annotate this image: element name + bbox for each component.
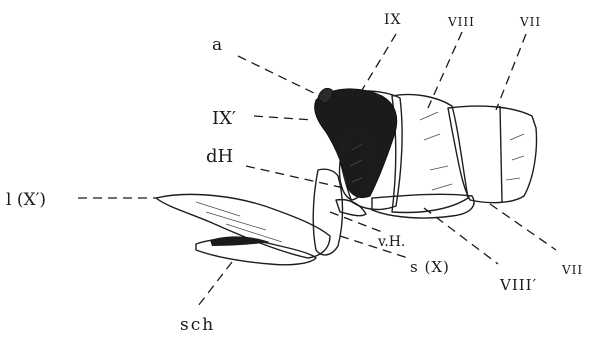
- leader-ix: [356, 34, 396, 100]
- label-sch: sch: [180, 315, 215, 335]
- leader-sch: [198, 262, 232, 306]
- label-ix: IX: [384, 12, 402, 28]
- figure-labels: a IX VIII VII IX′ dH l (X′) v.H. s (X) V…: [6, 12, 583, 335]
- segment-viii-sternite: [372, 194, 474, 218]
- label-viii-prime: VIII′: [499, 276, 537, 294]
- label-vii-top: VII: [519, 15, 541, 29]
- segment-ix-dark-tergite: [315, 89, 397, 198]
- segment-vii-divider: [500, 106, 502, 202]
- segment-vii-texture: [506, 134, 524, 180]
- sch-dark-edge: [210, 236, 270, 246]
- cercus-appendages: [156, 194, 330, 264]
- label-vh: v.H.: [377, 234, 405, 250]
- leader-vii-top: [496, 34, 526, 110]
- leader-ix-prime: [254, 116, 314, 120]
- appendage-l-x-prime: [156, 194, 330, 258]
- label-dh: dH: [206, 146, 233, 167]
- label-ix-prime: IX′: [212, 108, 236, 129]
- leader-viii-prime: [424, 208, 498, 264]
- ventral-stalk: [313, 169, 342, 255]
- leader-lines: [78, 32, 556, 306]
- leader-a: [238, 56, 316, 94]
- label-viii: VIII: [447, 15, 475, 29]
- label-s-x: s (X): [410, 258, 450, 276]
- label-a: a: [212, 35, 222, 55]
- label-l-x-prime: l (X′): [6, 190, 46, 210]
- segment-viii-texture: [420, 112, 452, 190]
- leader-vii-bottom: [490, 204, 556, 250]
- abdomen-segments: [315, 88, 537, 218]
- leader-viii: [428, 32, 462, 108]
- label-vii-bottom: VII: [561, 263, 583, 277]
- stylus-hook: [336, 200, 366, 216]
